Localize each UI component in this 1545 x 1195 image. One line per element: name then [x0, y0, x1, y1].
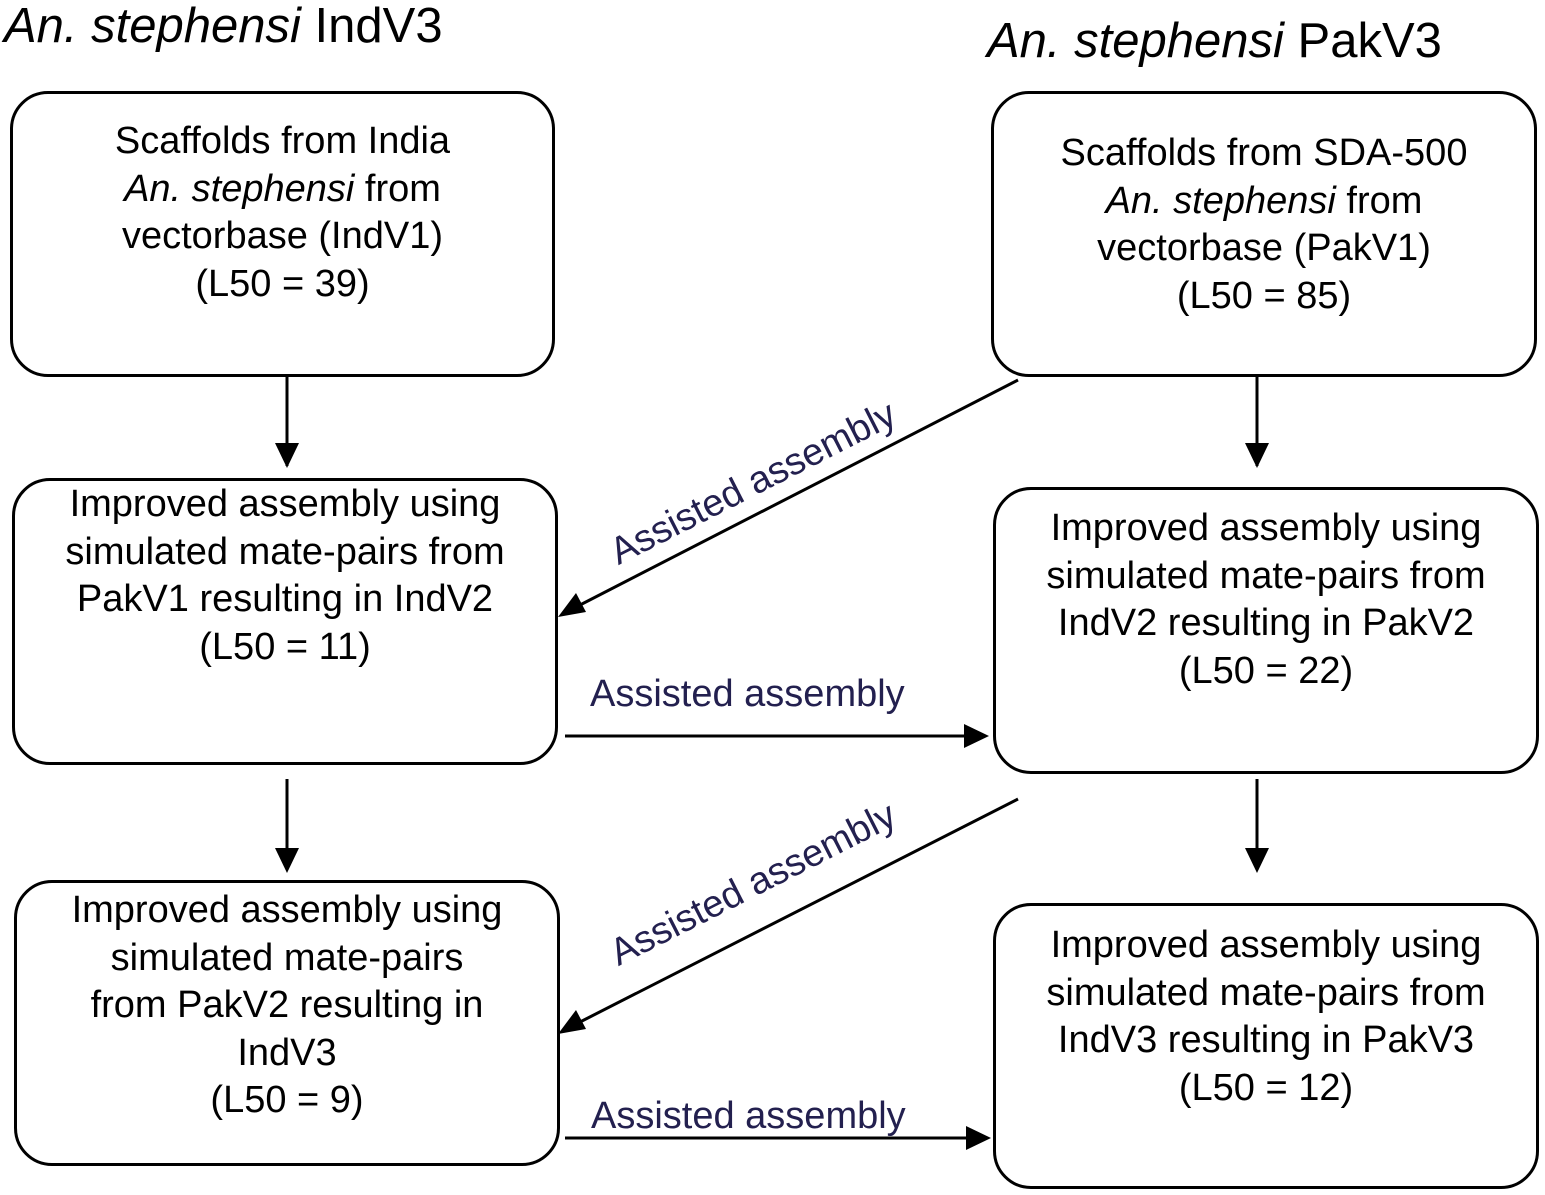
arrowhead-pakv2-to-pakv3	[1245, 848, 1269, 873]
arrowhead-indv3-to-pakv3	[966, 1126, 991, 1150]
box-pakv2-line3: IndV2 resulting in PakV2	[1057, 602, 1475, 644]
box-indv3-line2: simulated mate-pairs	[110, 936, 464, 979]
box-pakv1-line2: An. stephensi from	[1106, 178, 1423, 226]
box-pakv1-line2-rest: from	[1335, 179, 1423, 222]
arrow-pakv1-to-indv2	[579, 378, 1019, 607]
box-indv1-l50: (L50 = 39)	[195, 262, 370, 305]
heading-indv3: An. stephensi IndV3	[4, 0, 443, 54]
box-pakv3-line3: IndV3 resulting in PakV3	[1057, 1019, 1475, 1061]
box-pakv1-line3: vectorbase (PakV1)	[1097, 227, 1431, 269]
box-indv2: Improved assembly using simulated mate-p…	[12, 478, 558, 765]
arrowhead-pakv1-to-indv2	[558, 593, 586, 617]
box-indv1-line2: An. stephensi from	[124, 166, 441, 214]
box-indv1-line2-rest: from	[354, 167, 441, 210]
box-indv1-species: An. stephensi	[124, 167, 355, 210]
box-pakv2-line1: Improved assembly using	[1050, 507, 1482, 549]
box-pakv3: Improved assembly using simulated mate-p…	[993, 903, 1539, 1189]
box-indv2-line2: simulated mate-pairs from	[65, 530, 505, 573]
heading-pakv3-version: PakV3	[1283, 14, 1442, 68]
arrowhead-indv2-to-pakv2	[964, 724, 989, 748]
arrowhead-indv2-to-indv3	[275, 848, 299, 873]
edge-label-indv2-to-pakv2: Assisted assembly	[590, 673, 905, 715]
arrowhead-indv1-to-indv2	[275, 443, 299, 468]
box-pakv2: Improved assembly using simulated mate-p…	[993, 487, 1539, 774]
box-indv2-l50: (L50 = 11)	[199, 625, 371, 668]
box-indv2-line3: PakV1 resulting in IndV2	[76, 578, 494, 620]
box-pakv1-species: An. stephensi	[1105, 179, 1336, 222]
box-indv2-line1: Improved assembly using	[69, 483, 501, 525]
box-pakv2-line2: simulated mate-pairs from	[1046, 554, 1486, 597]
arrowhead-pakv1-to-pakv2	[1245, 443, 1269, 468]
box-indv3-line1: Improved assembly using	[71, 889, 503, 931]
box-pakv3-line2: simulated mate-pairs from	[1046, 971, 1486, 1014]
box-pakv1-l50: (L50 = 85)	[1176, 274, 1352, 317]
box-pakv3-line1: Improved assembly using	[1050, 924, 1482, 966]
heading-pakv3-species: An. stephensi	[987, 14, 1284, 68]
heading-indv3-species: An. stephensi	[4, 0, 301, 53]
box-indv3: Improved assembly using simulated mate-p…	[14, 880, 560, 1166]
box-pakv2-l50: (L50 = 22)	[1178, 649, 1354, 692]
heading-indv3-version: IndV3	[300, 0, 443, 53]
box-indv3-line4: IndV3	[237, 1031, 337, 1074]
arrowhead-pakv2-to-indv3	[558, 1010, 586, 1034]
box-indv1-line1: Scaffolds from India	[114, 120, 451, 162]
box-indv1: Scaffolds from India An. stephensi from …	[10, 91, 555, 377]
box-indv1-line3: vectorbase (IndV1)	[121, 215, 444, 257]
box-pakv3-l50: (L50 = 12)	[1178, 1066, 1354, 1109]
box-indv3-l50: (L50 = 9)	[210, 1079, 364, 1121]
arrow-pakv2-to-indv3	[579, 797, 1019, 1024]
edge-label-indv3-to-pakv3: Assisted assembly	[591, 1095, 906, 1137]
box-indv3-line3: from PakV2 resulting in	[90, 984, 484, 1026]
box-pakv1: Scaffolds from SDA-500 An. stephensi fro…	[991, 91, 1537, 377]
box-pakv1-line1: Scaffolds from SDA-500	[1060, 132, 1468, 174]
heading-pakv3: An. stephensi PakV3	[987, 13, 1442, 69]
